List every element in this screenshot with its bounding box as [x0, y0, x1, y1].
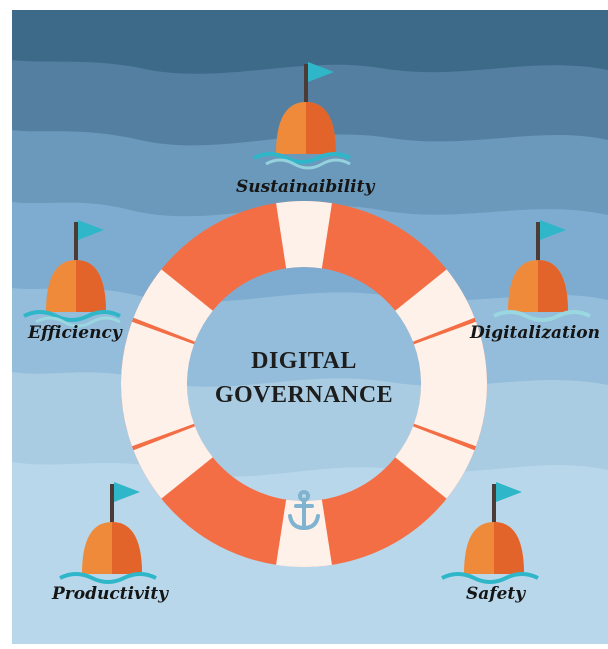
buoy-digitalization-icon: [493, 220, 591, 322]
buoy-sustainability-icon: [253, 62, 351, 170]
buoy-productivity-icon: [59, 482, 157, 584]
lifebuoy-ring: [121, 201, 487, 567]
center-title-line1: DIGITAL: [251, 348, 357, 374]
anchor-icon: [288, 490, 320, 531]
label-safety: Safety: [466, 584, 526, 604]
center-title-line2: GOVERNANCE: [214, 382, 394, 408]
label-digitalization: Digitalization: [470, 323, 601, 343]
label-productivity: Productivity: [52, 584, 169, 604]
buoy-safety-icon: [441, 482, 539, 584]
label-efficiency: Efficiency: [28, 323, 122, 343]
label-sustainability: Sustainaibility: [236, 177, 375, 197]
buoy-efficiency-icon: [23, 220, 121, 328]
